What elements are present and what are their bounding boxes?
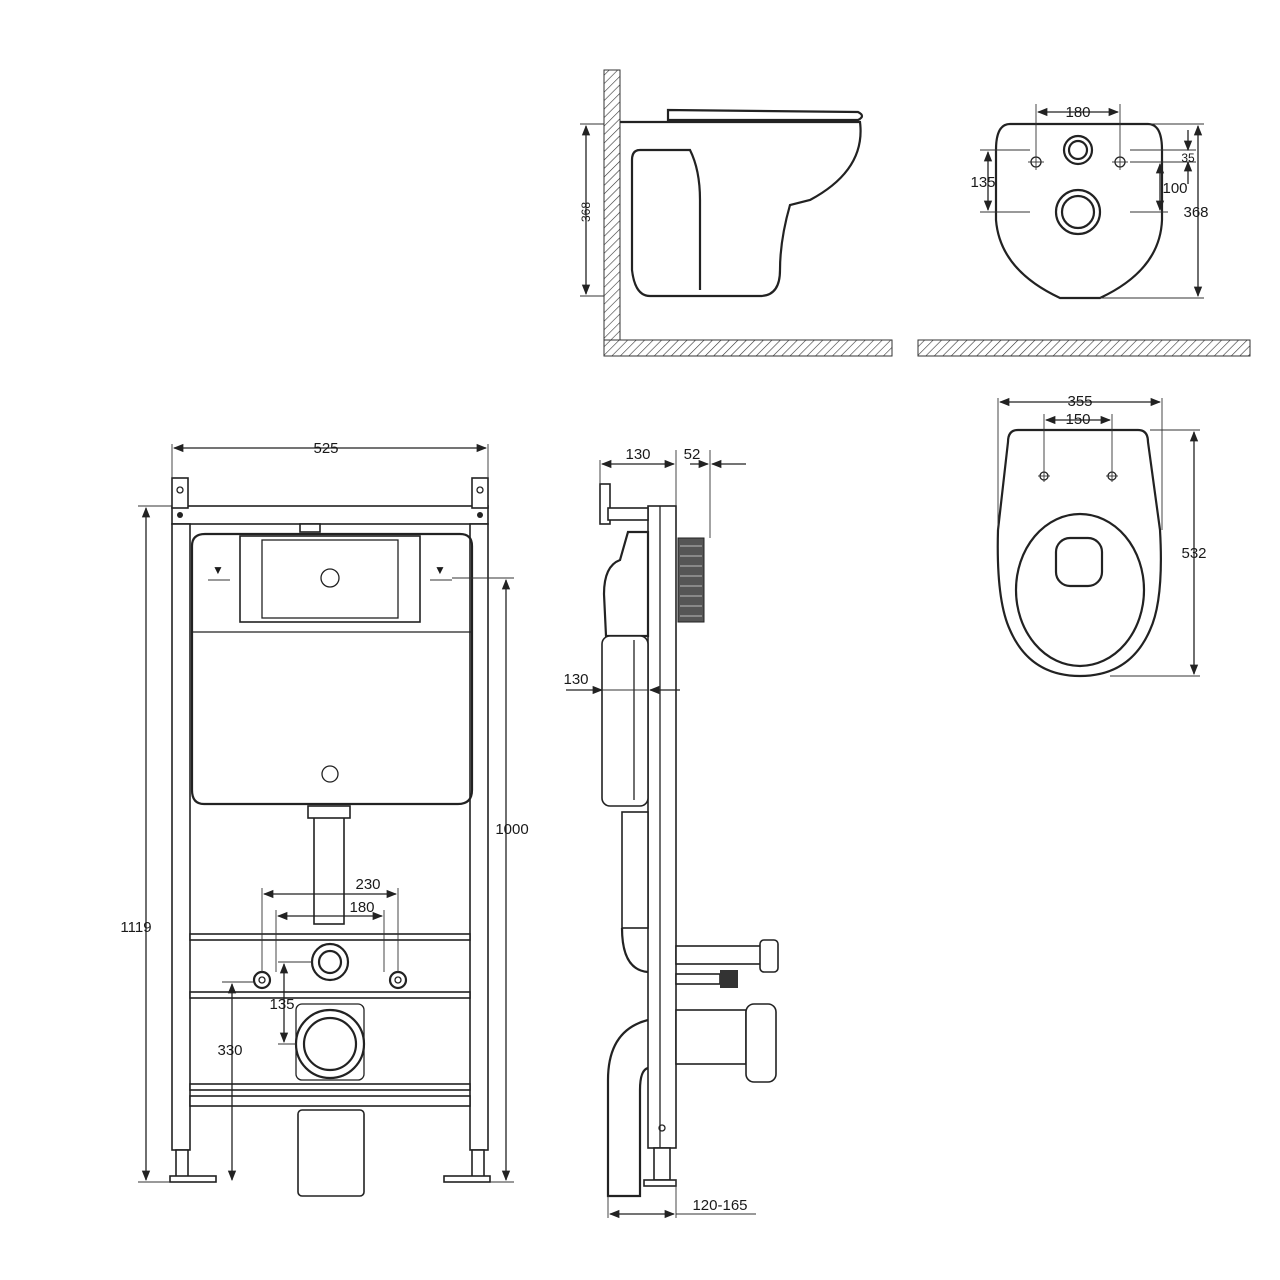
floor-hatch-right — [917, 339, 1251, 357]
bowl-opening — [1054, 536, 1104, 588]
drain-plug — [321, 765, 339, 783]
dim-top-150: 150 — [1065, 411, 1090, 428]
dim-frame-135: 135 — [269, 996, 294, 1013]
dim-rear-35: 35 — [1181, 151, 1195, 165]
dim-frame-525: 525 — [313, 440, 338, 457]
side-inlet-pipe — [675, 945, 765, 965]
dim-side-120-165: 120-165 — [692, 1197, 747, 1214]
inlet-pipe — [310, 942, 350, 982]
water-inlet — [1062, 134, 1094, 166]
bowl-body — [620, 120, 862, 298]
toilet-side-view: 368 — [579, 69, 893, 357]
svg-text:▼: ▼ — [212, 563, 224, 577]
post-left — [171, 523, 191, 1151]
cistern-top — [602, 530, 650, 638]
dim-rear-135: 135 — [970, 174, 995, 191]
dim-frame-330: 330 — [217, 1042, 242, 1059]
dim-side-130-top: 130 — [625, 446, 650, 463]
side-post — [647, 505, 677, 1149]
top-outline — [996, 428, 1162, 678]
top-rail — [171, 505, 489, 525]
svg-text:▼: ▼ — [434, 563, 446, 577]
dim-side-130-mid: 130 — [563, 671, 588, 688]
frame-side-view: 130 52 130 120-165 — [563, 446, 779, 1219]
dim-side-52: 52 — [684, 446, 701, 463]
cistern-body — [601, 635, 649, 807]
dim-frame-230: 230 — [355, 876, 380, 893]
dim-rear-100: 100 — [1162, 180, 1187, 197]
side-flush-pipe — [621, 811, 649, 929]
dim-rear-180: 180 — [1065, 104, 1090, 121]
dim-top-355: 355 — [1067, 393, 1092, 410]
side-drain-bend — [606, 1018, 649, 1198]
dim-side-height: 368 — [579, 202, 593, 222]
stud-left — [252, 970, 272, 990]
dim-top-532: 532 — [1181, 545, 1206, 562]
floor-hatch — [603, 339, 893, 357]
stud-right — [388, 970, 408, 990]
flush-plate — [677, 537, 705, 623]
side-waste-pipe — [675, 1009, 747, 1065]
flush-opening — [239, 535, 421, 623]
waste-outlet — [1054, 188, 1102, 236]
cistern — [190, 532, 474, 806]
toilet-top-view: 355 150 532 — [996, 393, 1207, 678]
dim-frame-180: 180 — [349, 899, 374, 916]
wall-hatch — [603, 69, 621, 341]
dim-frame-1000: 1000 — [495, 821, 528, 838]
seat-lid — [666, 108, 864, 122]
frame-front-view: ▼ ▼ 525 1119 1000 — [120, 440, 529, 1197]
pipe-bend — [620, 927, 649, 974]
toilet-rear-view: 180 35 135 100 368 — [917, 104, 1251, 357]
flush-pipe — [313, 813, 345, 925]
waste-connector — [294, 1008, 366, 1080]
dim-rear-368: 368 — [1183, 204, 1208, 221]
dim-frame-1119: 1119 — [120, 919, 151, 936]
bowl-rim — [1014, 512, 1146, 668]
flush-valve — [320, 568, 340, 588]
drain-pipe — [297, 1109, 365, 1197]
